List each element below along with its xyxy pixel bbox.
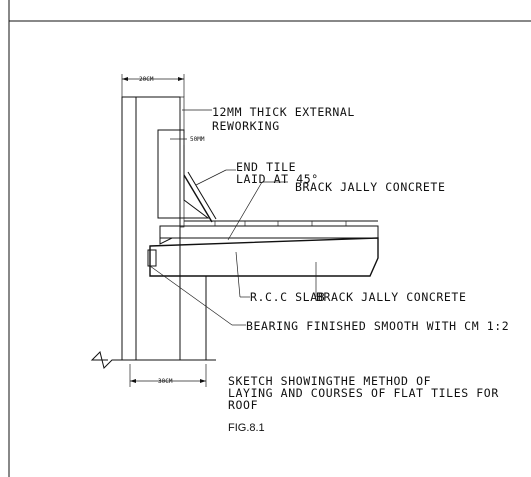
dimension-bottom-label: 30CM — [158, 378, 173, 385]
rcc-slab-label: R.C.C SLAB — [250, 290, 325, 304]
external-plaster-label-line1: 12MM THICK EXTERNAL — [212, 105, 355, 119]
caption-line2: LAYING AND COURSES OF FLAT TILES FOR — [228, 386, 499, 400]
dimension-plaster-gap — [170, 133, 187, 145]
rcc-slab — [147, 237, 379, 277]
sheet-border — [8, 0, 531, 477]
caption-line1: SKETCH SHOWINGTHE METHOD OF — [228, 374, 431, 388]
brick-jelly-concrete-layer — [159, 225, 379, 245]
dimension-top-label: 20CM — [139, 76, 154, 83]
end-tile-fillet — [157, 129, 217, 223]
end-tile-label-line2: LAID AT 45° — [236, 172, 319, 186]
caption-line3: ROOF — [228, 398, 258, 412]
leader-lines — [149, 109, 317, 326]
external-plaster-label-line2: REWORKING — [212, 119, 280, 133]
lower-concrete-label: BRACK JALLY CONCRETE — [316, 290, 466, 304]
upper-concrete-label: BRACK JALLY CONCRETE — [295, 180, 445, 194]
end-tile-label-line1: END TILE — [236, 160, 296, 174]
figure-number: FIG.8.1 — [228, 422, 265, 434]
dimension-plaster-gap-label: 50MM — [190, 136, 205, 143]
bearing-label: BEARING FINISHED SMOOTH WITH CM 1:2 — [246, 319, 509, 333]
dimension-top — [121, 74, 185, 97]
parapet-plaster — [179, 96, 185, 228]
dimension-bottom — [129, 364, 207, 387]
flat-tile-course — [184, 220, 378, 227]
